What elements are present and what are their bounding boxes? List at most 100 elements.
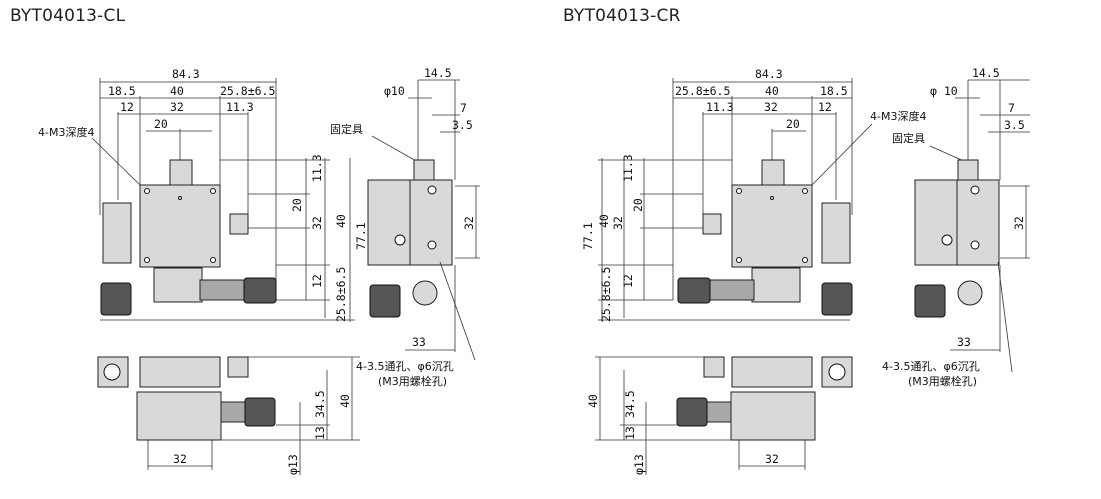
leader-line — [929, 145, 967, 163]
screw-icon — [144, 188, 150, 194]
dim-v-77-1: 77.1 — [581, 222, 595, 250]
dim-phi10: φ10 — [384, 84, 405, 98]
knurl-knob — [243, 277, 277, 304]
screw-icon — [144, 257, 150, 263]
knurl-knob — [914, 284, 946, 318]
knurl-knob — [821, 282, 853, 316]
note-bolt-hole: (M3用螺栓孔) — [378, 374, 447, 388]
dim-7: 7 — [460, 101, 467, 115]
dim-phi13: φ13 — [286, 454, 300, 475]
note-thru-hole: 4-3.5通孔、φ6沉孔 — [356, 360, 454, 373]
knurl-knob — [100, 282, 132, 316]
dim-side-32: 32 — [462, 216, 476, 230]
dim-v-32: 32 — [611, 216, 625, 230]
base-block — [153, 267, 203, 303]
dim-13: 13 — [313, 426, 327, 440]
title-cl: BYT04013-CL — [10, 6, 126, 26]
dim-v-32: 32 — [310, 216, 324, 230]
dim-14-5: 14.5 — [424, 66, 452, 80]
dim-phi13: φ13 — [632, 454, 646, 475]
dim-side-32: 32 — [1012, 216, 1026, 230]
note-bolt-hole: (M3用螺栓孔) — [908, 374, 977, 388]
screw-icon — [736, 188, 742, 194]
dim-34-5: 34.5 — [313, 390, 327, 418]
dim-40: 40 — [170, 84, 184, 98]
note-thru-hole: 4-3.5通孔、φ6沉孔 — [882, 360, 980, 373]
dim-bottom-40: 40 — [338, 394, 352, 408]
dim-v-40: 40 — [597, 214, 611, 228]
knurl-knob — [369, 284, 401, 318]
screw-icon — [394, 234, 406, 246]
micrometer-barrel — [709, 279, 755, 301]
micrometer-end — [957, 280, 983, 306]
title-cr: BYT04013-CR — [563, 6, 681, 26]
screw-icon — [970, 185, 980, 195]
base-block — [751, 267, 801, 303]
dim-v-11-3: 11.3 — [621, 154, 635, 182]
screw-icon — [802, 188, 808, 194]
side-carriage — [956, 179, 1000, 266]
micrometer-body — [102, 202, 132, 264]
leader-line — [997, 261, 1013, 373]
dim-11-3: 11.3 — [226, 100, 254, 114]
dim-bottom-32: 32 — [173, 452, 187, 466]
note-fixture: 固定具 — [330, 122, 363, 136]
dim-34-5: 34.5 — [623, 390, 637, 418]
screw-icon — [210, 257, 216, 263]
bottom-stage — [139, 356, 221, 388]
dim-v-40: 40 — [334, 214, 348, 228]
dim-40: 40 — [765, 84, 779, 98]
micrometer-body — [821, 202, 851, 264]
dim-32: 32 — [764, 100, 778, 114]
cr-drawing: 84.3 25.8±6.5 40 18.5 11.3 32 12 20 4-M3… — [581, 66, 1030, 475]
fixture-block — [413, 159, 435, 181]
dim-v-20: 20 — [631, 198, 645, 212]
side-body — [367, 179, 411, 266]
dim-12: 12 — [818, 100, 832, 114]
bottom-base — [136, 391, 222, 441]
cl-drawing: 84.3 18.5 40 25.8±6.5 12 32 11.3 20 4-M3… — [38, 66, 480, 475]
dim-84-3: 84.3 — [755, 67, 783, 81]
micrometer-barrel — [220, 401, 248, 423]
screw-icon — [736, 257, 742, 263]
note-m3-depth: 4-M3深度4 — [870, 109, 926, 123]
screw-icon — [941, 234, 953, 246]
center-mark-icon — [770, 196, 774, 200]
dim-bottom-32: 32 — [765, 452, 779, 466]
dim-3-5: 3.5 — [1004, 118, 1025, 132]
dim-14-5: 14.5 — [972, 66, 1000, 80]
center-mark-icon — [178, 196, 182, 200]
dim-v-12: 12 — [310, 274, 324, 288]
dim-32: 32 — [170, 100, 184, 114]
dim-v-11-3: 11.3 — [310, 154, 324, 182]
screw-icon — [970, 240, 980, 250]
dim-25-8: 25.8±6.5 — [220, 84, 275, 98]
bottom-screw — [227, 356, 249, 378]
knurl-knob — [676, 397, 708, 427]
dim-12: 12 — [120, 100, 134, 114]
lock-screw — [229, 213, 249, 235]
dim-v-25-8: 25.8±6.5 — [599, 267, 613, 322]
dim-phi10: φ 10 — [930, 84, 958, 98]
dim-bottom-40: 40 — [586, 394, 600, 408]
dim-33: 33 — [957, 335, 971, 349]
dim-3-5: 3.5 — [452, 118, 473, 132]
clamp-block — [169, 159, 193, 186]
micrometer-end — [103, 363, 121, 381]
micrometer-barrel — [704, 401, 732, 423]
dim-v-77-1: 77.1 — [354, 222, 368, 250]
screw-icon — [210, 188, 216, 194]
leader-line — [439, 261, 476, 361]
screw-icon — [427, 240, 437, 250]
clamp-block — [761, 159, 785, 186]
dim-v-12: 12 — [621, 274, 635, 288]
dim-13: 13 — [623, 426, 637, 440]
screw-icon — [427, 185, 437, 195]
dim-18-5: 18.5 — [820, 84, 848, 98]
dim-33: 33 — [412, 335, 426, 349]
fixture-block — [957, 159, 979, 181]
dim-11-3: 11.3 — [706, 100, 734, 114]
lock-screw — [702, 213, 722, 235]
micrometer-end — [412, 280, 438, 306]
